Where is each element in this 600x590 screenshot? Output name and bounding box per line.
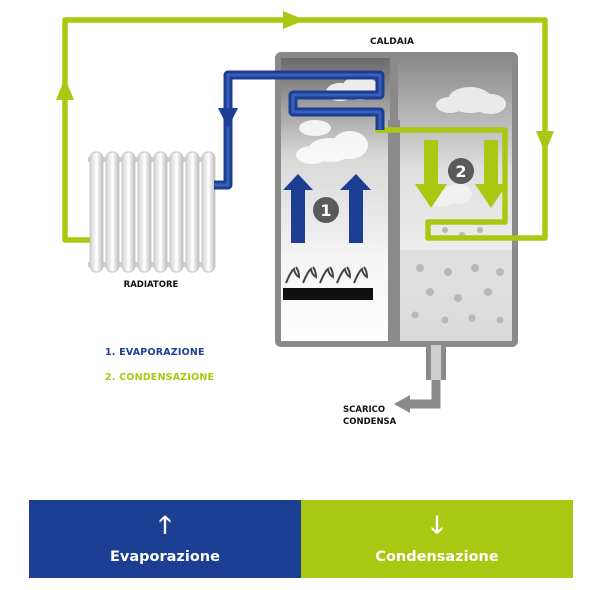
tab-condensazione-label: Condensazione (375, 549, 499, 565)
green-circuit (62, 17, 548, 243)
drain-arrow (408, 380, 441, 409)
heating-diagram: 1 2 CALDAIA RADIATORE SCARICO CONDENSA (56, 11, 554, 427)
scarico-label-line1: SCARICO (343, 405, 385, 415)
arrow-down-icon: 🡓 (430, 511, 444, 539)
green-arrowheads (56, 11, 554, 153)
condensation-arrows (415, 140, 507, 208)
marker-2-label: 2 (455, 162, 466, 181)
steam-clouds (296, 76, 378, 164)
arrow-up-icon: 🡑 (158, 511, 172, 539)
burner-bar (283, 288, 373, 300)
marker-1: 1 (313, 197, 339, 223)
evaporation-arrows (283, 174, 371, 243)
process-tabs: 🡑 Evaporazione 🡓 Condensazione (29, 500, 573, 578)
blue-circuit (214, 70, 385, 190)
legend-condensazione: 2. CONDENSAZIONE (105, 372, 215, 383)
marker-1-label: 1 (320, 201, 331, 220)
marker-2: 2 (448, 158, 474, 184)
scarico-label-line2: CONDENSA (343, 417, 397, 427)
radiatore-label: RADIATORE (124, 280, 179, 290)
radiator (88, 151, 216, 273)
drain-arrowhead (394, 395, 410, 413)
legend-evaporazione: 1. EVAPORAZIONE (105, 347, 205, 358)
burner-flames (285, 266, 369, 284)
caldaia-label: CALDAIA (370, 37, 414, 47)
tab-evaporazione-label: Evaporazione (110, 549, 220, 565)
tab-condensazione[interactable]: 🡓 Condensazione (301, 500, 573, 578)
water-droplets (411, 175, 504, 324)
blue-arrowhead (218, 108, 238, 128)
tab-evaporazione[interactable]: 🡑 Evaporazione (29, 500, 301, 578)
